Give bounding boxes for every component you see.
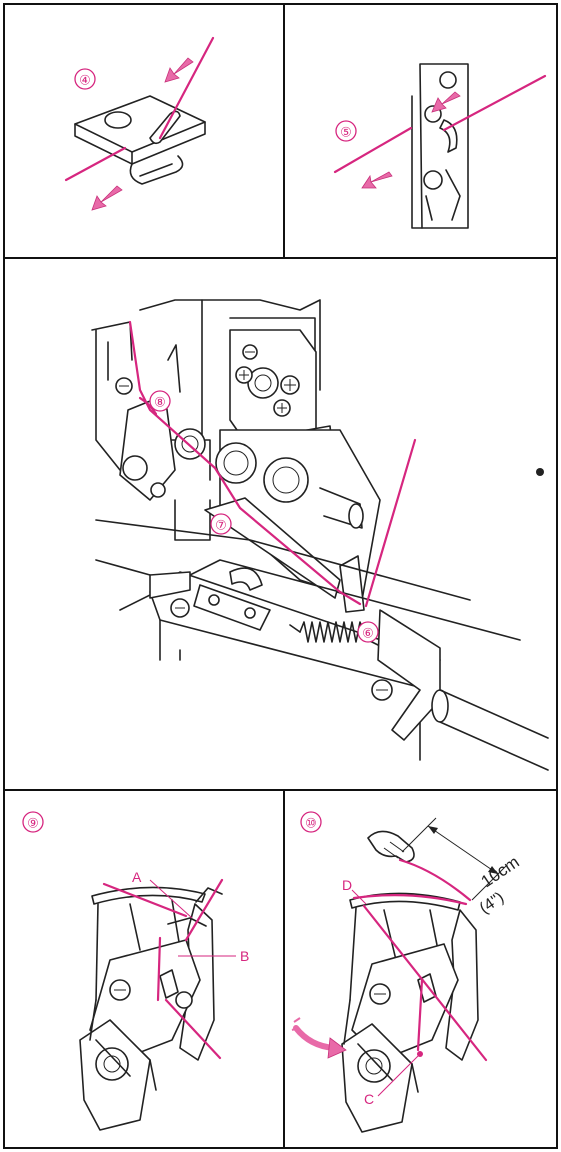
length-metric-label: 10cm: [478, 852, 523, 891]
panel-step-5: ⑤: [333, 63, 547, 229]
thread-lower: [164, 998, 222, 1060]
panel-frame: [3, 3, 558, 1149]
thread-path: [128, 320, 362, 606]
ink-speck: [536, 468, 544, 476]
thread-down: [416, 978, 424, 1052]
length-imperial-label: (4"): [477, 889, 507, 917]
hand: [367, 830, 415, 863]
step-7-label: ⑦: [215, 518, 227, 533]
step-4-label: ④: [79, 73, 91, 88]
panel-step-10: ⑩: [291, 811, 523, 1133]
label-a-leader: [149, 879, 193, 919]
looper-assembly: [341, 892, 479, 1133]
direction-arrow-in: [431, 91, 461, 113]
thread-middle: [156, 936, 162, 1002]
label-d-leader: [351, 889, 367, 905]
step-8-badge: [149, 390, 171, 412]
thread-looper: [352, 893, 468, 906]
step-9-label: ⑨: [27, 816, 39, 831]
step-8-label: ⑧: [154, 395, 166, 410]
panel-step-9: ⑨ A B: [22, 811, 249, 1131]
step-7-badge: [210, 513, 232, 535]
label-c: C: [364, 1091, 374, 1107]
step-6-badge: [357, 621, 379, 643]
thread-pulled: [398, 858, 472, 902]
panel-step-4: ④: [64, 36, 215, 211]
direction-arrow-in: [164, 57, 194, 83]
step-10-label: ⑩: [305, 816, 317, 831]
step-5-badge: [335, 120, 357, 142]
thread-upper-right: [364, 438, 417, 608]
step-6-label: ⑥: [362, 626, 374, 641]
thread-diagonal: [362, 904, 488, 1062]
machine-body: [91, 299, 549, 771]
label-b: B: [240, 948, 249, 964]
thread-guide-a: [102, 882, 188, 918]
thread-upper: [184, 878, 224, 942]
rotation-arrow: [291, 1017, 347, 1059]
panel-steps-6-8: ⑧ ⑦ ⑥: [91, 299, 549, 771]
thread-loop: [138, 396, 158, 416]
step-5-label: ⑤: [340, 125, 352, 140]
direction-arrow-out: [91, 185, 123, 211]
measurement-dimension: [401, 817, 507, 901]
direction-arrow-out: [361, 171, 393, 189]
point-c: [417, 1051, 423, 1057]
step-4-badge: [74, 68, 96, 90]
label-d: D: [342, 877, 352, 893]
thread-upper: [442, 74, 547, 132]
looper-assembly: [79, 886, 223, 1131]
thread-guide-plate: [74, 95, 206, 185]
step-9-badge: [22, 811, 44, 833]
label-a: A: [132, 869, 142, 885]
label-c-leader: [377, 1055, 419, 1097]
thread-guide-bracket: [411, 63, 469, 229]
thread-lower: [64, 146, 127, 182]
step-10-badge: [300, 811, 322, 833]
thread-lower: [333, 126, 413, 174]
thread-upper: [158, 36, 215, 140]
